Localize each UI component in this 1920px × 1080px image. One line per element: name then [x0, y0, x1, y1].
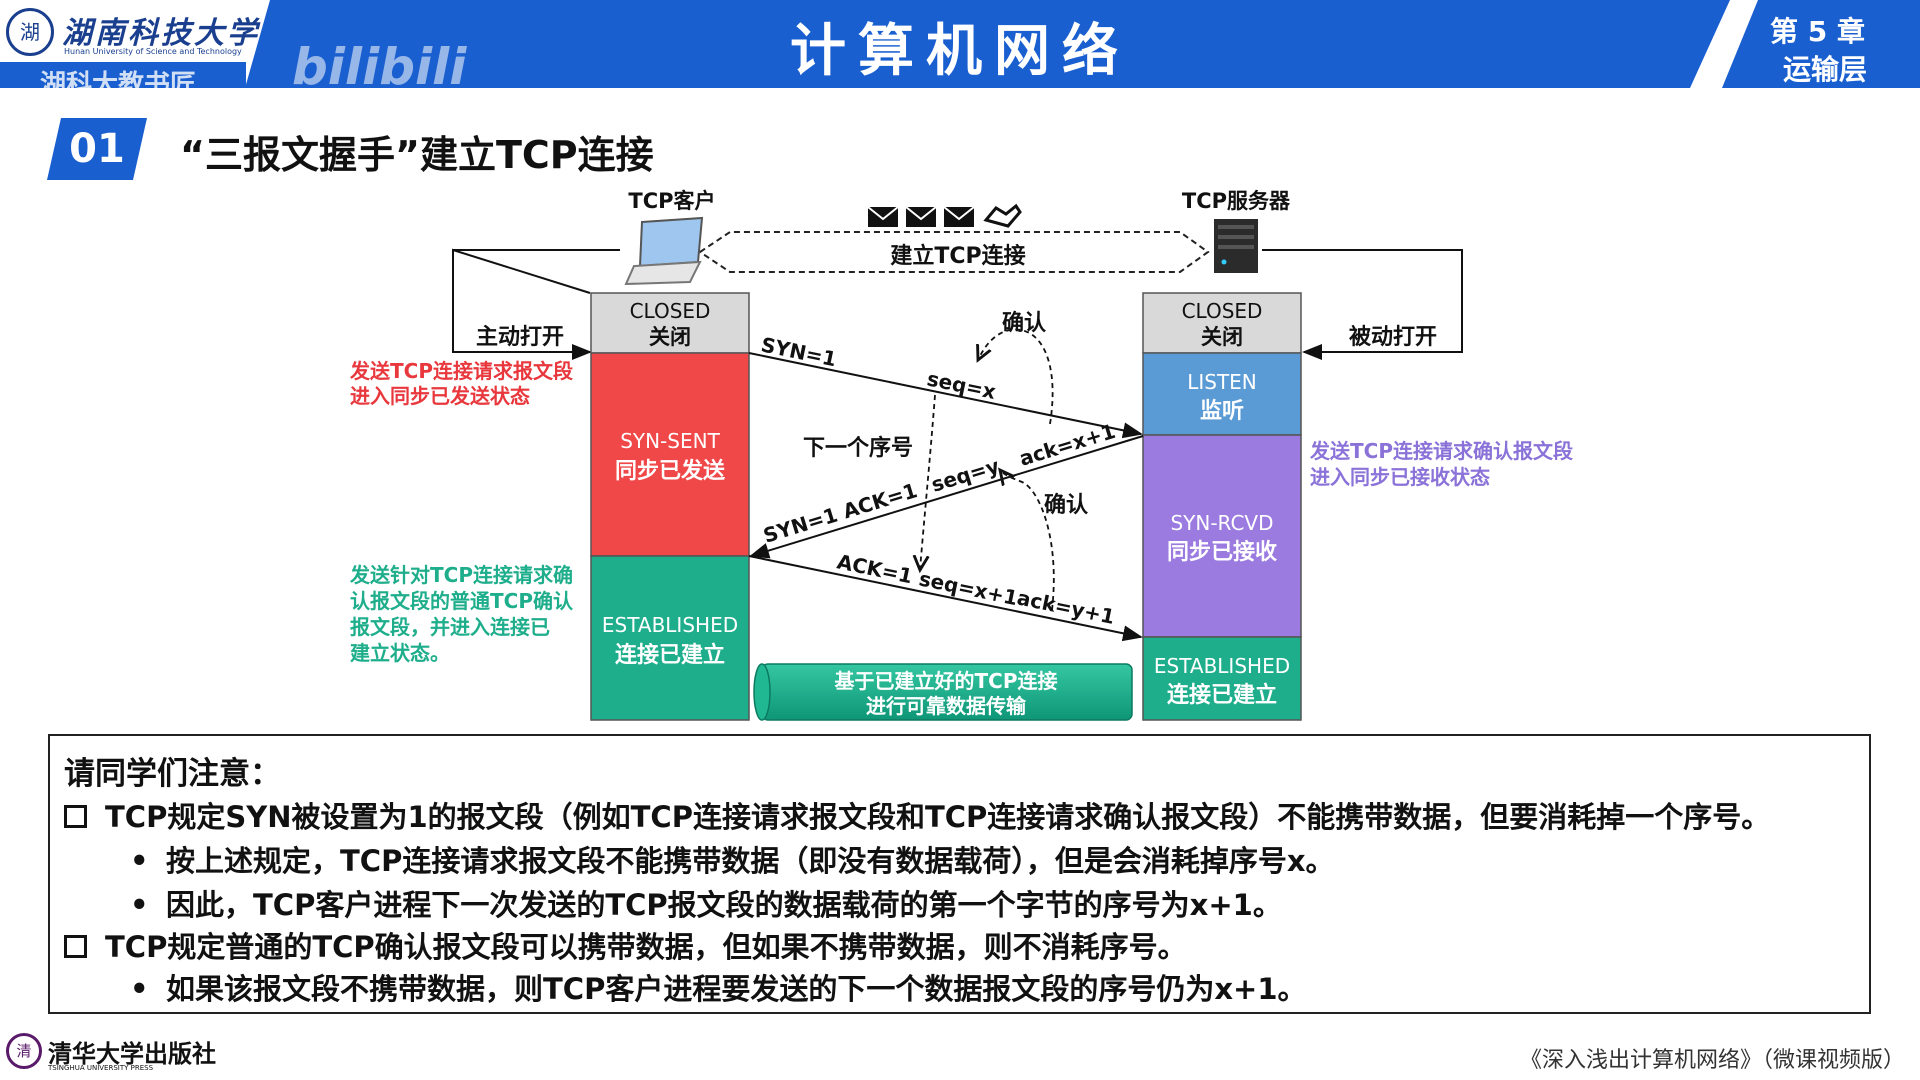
server-state-listen-zh: 监听: [1200, 398, 1244, 424]
note-item: TCP规定SYN被设置为1的报文段（例如TCP连接请求报文段和TCP连接请求确认…: [64, 794, 1770, 836]
server-icon: [1214, 219, 1258, 273]
server-state-synrcvd-en: SYN-RCVD: [1170, 511, 1273, 535]
connection-label: 建立TCP连接: [890, 243, 1025, 269]
dot-bullet-icon: •: [130, 844, 149, 878]
server-state-closed-zh: 关闭: [1201, 325, 1243, 349]
client-state-synsent-en: SYN-SENT: [620, 429, 720, 453]
chapter-badge: [1722, 0, 1920, 88]
client-state-synsent-zh: 同步已发送: [615, 458, 725, 484]
handshake-icon: [983, 203, 1022, 228]
msg3-seq: seq=x+1: [917, 566, 1020, 610]
note-server-1: 发送TCP连接请求确认报文段: [1309, 439, 1573, 463]
laptop-icon: [624, 216, 704, 286]
connection-double-arrow: [698, 231, 1210, 273]
active-open-label: 主动打开: [476, 325, 564, 350]
press-name: 清华大学出版社: [48, 1039, 216, 1068]
note-text: TCP规定普通的TCP确认报文段可以携带数据，但如果不携带数据，则不消耗序号。: [105, 930, 1187, 964]
press-logo-icon: 清: [6, 1033, 42, 1069]
dot-bullet-icon: •: [130, 972, 149, 1006]
note-text: TCP规定SYN被设置为1的报文段（例如TCP连接请求报文段和TCP连接请求确认…: [105, 800, 1771, 834]
notes-heading: 请同学们注意：: [64, 756, 281, 792]
chapter-name: 运输层: [1783, 53, 1868, 86]
server-label: TCP服务器: [1182, 189, 1291, 213]
client-state-column: CLOSED 关闭 SYN-SENT 同步已发送 ESTABLISHED 连接已…: [590, 292, 750, 721]
server-state-established-zh: 连接已建立: [1167, 682, 1277, 708]
section-number-badge: [47, 118, 147, 180]
server-state-listen-en: LISTEN: [1187, 370, 1257, 394]
book-title: 《深入浅出计算机网络》（微课视频版）: [1520, 1048, 1906, 1073]
server-state-closed-en: CLOSED: [1182, 299, 1263, 323]
square-bullet-icon: [64, 804, 87, 828]
msg1-seq: seq=x: [925, 366, 998, 404]
client-state-closed-en: CLOSED: [630, 299, 711, 323]
data-transfer-pipe: [753, 663, 1133, 721]
note-client-sent-2: 进入同步已发送状态: [350, 384, 530, 408]
note-item: TCP规定普通的TCP确认报文段可以携带数据，但如果不携带数据，则不消耗序号。: [64, 924, 1187, 966]
msg2-flags: SYN=1 ACK=1: [760, 478, 920, 548]
envelope-icon: [867, 206, 899, 227]
note-client-est-2: 认报文段的普通TCP确认: [350, 589, 574, 613]
client-state-closed-zh: 关闭: [649, 325, 691, 349]
confirm2-label: 确认: [1044, 492, 1088, 518]
data-transfer-line1: 基于已建立好的TCP连接: [835, 669, 1058, 693]
note-client-est-3: 报文段，并进入连接已: [350, 615, 550, 639]
note-text: 按上述规定，TCP连接请求报文段不能携带数据（即没有数据载荷），但是会消耗掉序号…: [166, 844, 1335, 878]
note-client-sent-1: 发送TCP连接请求报文段: [349, 359, 573, 383]
client-label: TCP客户: [628, 189, 715, 213]
msg1-flags: SYN=1: [759, 332, 839, 371]
synack-message-arrow: [749, 435, 1144, 559]
press-name-en: TSINGHUA UNIVERSITY PRESS: [48, 1064, 154, 1072]
channel-name: 湖科大教书匠: [40, 70, 197, 100]
page-title: 计算机网络: [790, 19, 1130, 84]
note-client-est-1: 发送针对TCP连接请求确: [349, 563, 573, 587]
msg2-ack: ack=x+1: [1016, 419, 1118, 471]
server-state-established-en: ESTABLISHED: [1154, 654, 1290, 678]
dot-bullet-icon: •: [130, 888, 149, 922]
envelope-icon: [905, 206, 937, 227]
section-title: “三报文握手”建立TCP连接: [180, 133, 654, 177]
note-subitem: • 按上述规定，TCP连接请求报文段不能携带数据（即没有数据载荷），但是会消耗掉序…: [130, 838, 1335, 880]
confirm1-label: 确认: [1002, 310, 1046, 336]
confirm2-curve: [1000, 470, 1055, 611]
note-subitem: • 因此，TCP客户进程下一次发送的TCP报文段的数据载荷的第一个字节的序号为x+…: [130, 882, 1282, 924]
syn-message-arrow: [748, 352, 1143, 439]
header-bar: [0, 0, 1920, 88]
notes-box: 请同学们注意： TCP规定SYN被设置为1的报文段（例如TCP连接请求报文段和T…: [48, 734, 1871, 1014]
next-seq-label: 下一个序号: [803, 435, 913, 461]
university-name: 湖南科技大学: [62, 16, 260, 51]
next-seq-curve: [920, 394, 936, 570]
university-seal-icon: 湖: [6, 8, 54, 56]
square-bullet-icon: [64, 934, 87, 958]
note-text: 因此，TCP客户进程下一次发送的TCP报文段的数据载荷的第一个字节的序号为x+1…: [166, 888, 1282, 922]
active-open-arrow: [452, 250, 592, 360]
logo-subbar: [0, 62, 246, 88]
bilibili-watermark: bilibili: [292, 38, 467, 96]
section-number: 01: [69, 126, 125, 172]
envelope-icon: [943, 206, 975, 227]
server-state-column: CLOSED 关闭 LISTEN 监听 SYN-RCVD 同步已接收 ESTAB…: [1142, 292, 1302, 721]
client-state-established-zh: 连接已建立: [615, 642, 725, 668]
university-name-en: Hunan University of Science and Technolo…: [64, 47, 242, 56]
note-client-est-4: 建立状态。: [350, 641, 450, 665]
confirm1-curve: [978, 328, 1054, 425]
note-text: 如果该报文段不携带数据，则TCP客户进程要发送的下一个数据报文段的序号仍为x+1…: [166, 972, 1307, 1006]
chapter-number: 第 5 章: [1770, 15, 1865, 48]
server-state-synrcvd-zh: 同步已接收: [1167, 539, 1277, 565]
note-subitem: • 如果该报文段不携带数据，则TCP客户进程要发送的下一个数据报文段的序号仍为x+…: [130, 966, 1307, 1008]
data-transfer-line2: 进行可靠数据传输: [866, 694, 1027, 718]
ack-message-arrow: [748, 555, 1143, 642]
passive-open-arrow: [1262, 249, 1463, 360]
client-state-established-en: ESTABLISHED: [602, 613, 738, 637]
note-server-2: 进入同步已接收状态: [1310, 465, 1490, 489]
tcp-handshake-diagram: 建立TCP连接 TCP客户 TCP服务器 主动打开 被动打开 CLOSED 关闭…: [349, 189, 1573, 721]
passive-open-label: 被动打开: [1349, 325, 1437, 350]
